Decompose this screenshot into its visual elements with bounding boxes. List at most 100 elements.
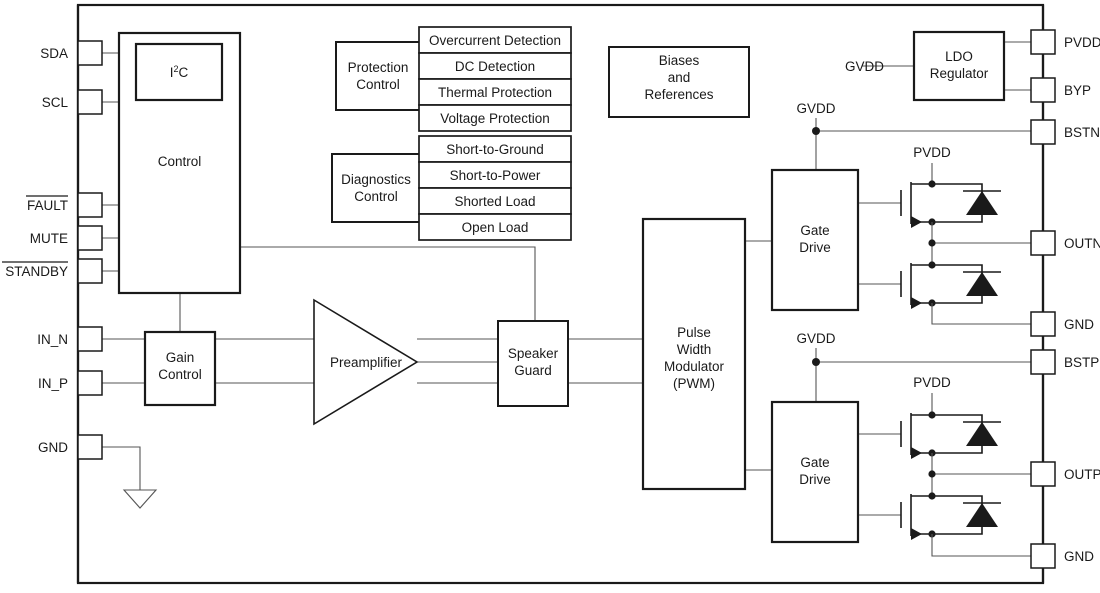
pin-sda[interactable]: SDA	[40, 40, 103, 66]
pin-fault[interactable]: FAULT	[26, 192, 103, 218]
block-control-label: Control	[158, 154, 202, 169]
mosfet-low-side-p	[858, 494, 936, 540]
pin-outn[interactable]: OUTN	[1030, 230, 1100, 256]
body-diode-low-side-n	[932, 264, 1001, 304]
net-label-gvdd-p: GVDD	[796, 331, 835, 346]
pin-pvdd[interactable]: PVDD	[1030, 29, 1100, 55]
list-item[interactable]: Thermal Protection	[418, 78, 572, 106]
pin-bstn[interactable]: BSTN	[1030, 119, 1100, 145]
block-protection-control[interactable]: Protection Control	[335, 41, 421, 111]
list-item[interactable]: Short-to-Ground	[418, 135, 572, 163]
block-pulse-width-modulator[interactable]: Pulse Width Modulator (PWM)	[641, 217, 747, 491]
biases-label-line2: and	[668, 70, 691, 85]
pin-label-sda: SDA	[40, 46, 68, 61]
pwm-label-line2: Width	[677, 342, 712, 357]
protection-items-list: Overcurrent Detection DC Detection Therm…	[418, 26, 572, 132]
wiring-ldo	[862, 41, 1031, 91]
list-item[interactable]: DC Detection	[418, 52, 572, 80]
block-gate-drive-positive[interactable]: Gate Drive	[770, 400, 860, 544]
pin-label-bstn: BSTN	[1064, 125, 1100, 140]
pin-label-gnd-left: GND	[38, 440, 68, 455]
pin-mute[interactable]: MUTE	[30, 225, 103, 251]
pin-gnd-left[interactable]: GND	[38, 434, 103, 460]
gate-drive-p-label-line1: Gate	[800, 455, 829, 470]
pwm-label-line3: Modulator	[664, 359, 725, 374]
pin-label-pvdd: PVDD	[1064, 35, 1100, 50]
biases-label-line1: Biases	[659, 53, 700, 68]
diagnostics-item-label: Shorted Load	[454, 194, 535, 209]
pin-byp[interactable]: BYP	[1030, 77, 1091, 103]
power-stage-positive	[812, 348, 1031, 557]
diagnostics-item-label: Short-to-Power	[450, 168, 541, 183]
net-label-pvdd-p: PVDD	[913, 375, 951, 390]
diagnostics-control-label-line2: Control	[354, 189, 398, 204]
list-item[interactable]: Short-to-Power	[418, 161, 572, 189]
pin-label-outp: OUTP	[1064, 467, 1100, 482]
junction-dot	[928, 239, 936, 247]
pin-label-bstp: BSTP	[1064, 355, 1099, 370]
gate-drive-n-label-line2: Drive	[799, 240, 831, 255]
preamplifier-label: Preamplifier	[330, 355, 403, 370]
pin-label-byp: BYP	[1064, 83, 1091, 98]
pin-label-gnd-n: GND	[1064, 317, 1094, 332]
block-i2c[interactable]: I2C	[134, 42, 224, 102]
protection-control-label-line2: Control	[356, 77, 400, 92]
mosfet-low-side-n	[858, 263, 936, 309]
pwm-label-line1: Pulse	[677, 325, 711, 340]
pin-in-p[interactable]: IN_P	[38, 370, 103, 396]
junction-dot	[812, 358, 820, 366]
gate-drive-p-label-line2: Drive	[799, 472, 831, 487]
mosfet-high-side-p	[858, 413, 936, 459]
pin-gnd-n[interactable]: GND	[1030, 311, 1094, 337]
pin-gnd-p[interactable]: GND	[1030, 543, 1094, 569]
diagnostics-item-label: Open Load	[462, 220, 529, 235]
pin-label-gnd-p: GND	[1064, 549, 1094, 564]
body-diode-low-side-p	[932, 495, 1001, 535]
block-gain-control[interactable]: Gain Control	[143, 330, 217, 407]
speaker-guard-label-line1: Speaker	[508, 346, 559, 361]
block-gate-drive-negative[interactable]: Gate Drive	[770, 168, 860, 312]
pin-label-scl: SCL	[42, 95, 69, 110]
block-preamplifier[interactable]: Preamplifier	[313, 298, 419, 426]
protection-control-label-line1: Protection	[348, 60, 409, 75]
pwm-label-line4: (PWM)	[673, 376, 715, 391]
pin-label-in-p: IN_P	[38, 376, 68, 391]
ldo-label-line2: Regulator	[930, 66, 989, 81]
protection-item-label: Overcurrent Detection	[429, 33, 561, 48]
junction-dot	[928, 470, 936, 478]
list-item[interactable]: Open Load	[418, 213, 572, 241]
block-ldo-regulator[interactable]: LDO Regulator	[912, 30, 1006, 102]
list-item[interactable]: Voltage Protection	[418, 104, 572, 132]
list-item[interactable]: Shorted Load	[418, 187, 572, 215]
pin-bstp[interactable]: BSTP	[1030, 349, 1099, 375]
pin-label-standby: STANDBY	[5, 264, 68, 279]
mosfet-high-side-n	[858, 182, 936, 228]
net-label-pvdd-n: PVDD	[913, 145, 951, 160]
block-speaker-guard[interactable]: Speaker Guard	[497, 320, 569, 407]
net-label-gvdd-n: GVDD	[796, 101, 835, 116]
pin-standby[interactable]: STANDBY	[2, 258, 103, 284]
net-label-gvdd-ldo: GVDD	[845, 59, 884, 74]
junction-dot	[812, 127, 820, 135]
block-diagnostics-control[interactable]: Diagnostics Control	[331, 153, 421, 223]
protection-item-label: DC Detection	[455, 59, 535, 74]
pin-scl[interactable]: SCL	[42, 89, 103, 115]
wiring-signal-path	[90, 338, 643, 384]
pin-outp[interactable]: OUTP	[1030, 461, 1100, 487]
wire-control-to-speakerguard	[240, 246, 536, 321]
diagnostics-items-list: Short-to-Ground Short-to-Power Shorted L…	[418, 135, 572, 241]
pin-label-in-n: IN_N	[37, 332, 68, 347]
ground-symbol-icon	[122, 489, 158, 509]
block-i2c-label: I2C	[170, 64, 189, 80]
block-biases-and-references[interactable]: Biases and References	[608, 46, 750, 118]
body-diode-high-side-p	[932, 414, 1001, 454]
gain-control-label-line1: Gain	[166, 350, 195, 365]
protection-item-label: Voltage Protection	[440, 111, 550, 126]
pin-in-n[interactable]: IN_N	[37, 326, 103, 352]
wire-gnd-to-ground-symbol	[90, 446, 141, 490]
list-item[interactable]: Overcurrent Detection	[418, 26, 572, 54]
pin-label-fault: FAULT	[27, 198, 68, 213]
pin-label-mute: MUTE	[30, 231, 68, 246]
gate-drive-n-label-line1: Gate	[800, 223, 829, 238]
